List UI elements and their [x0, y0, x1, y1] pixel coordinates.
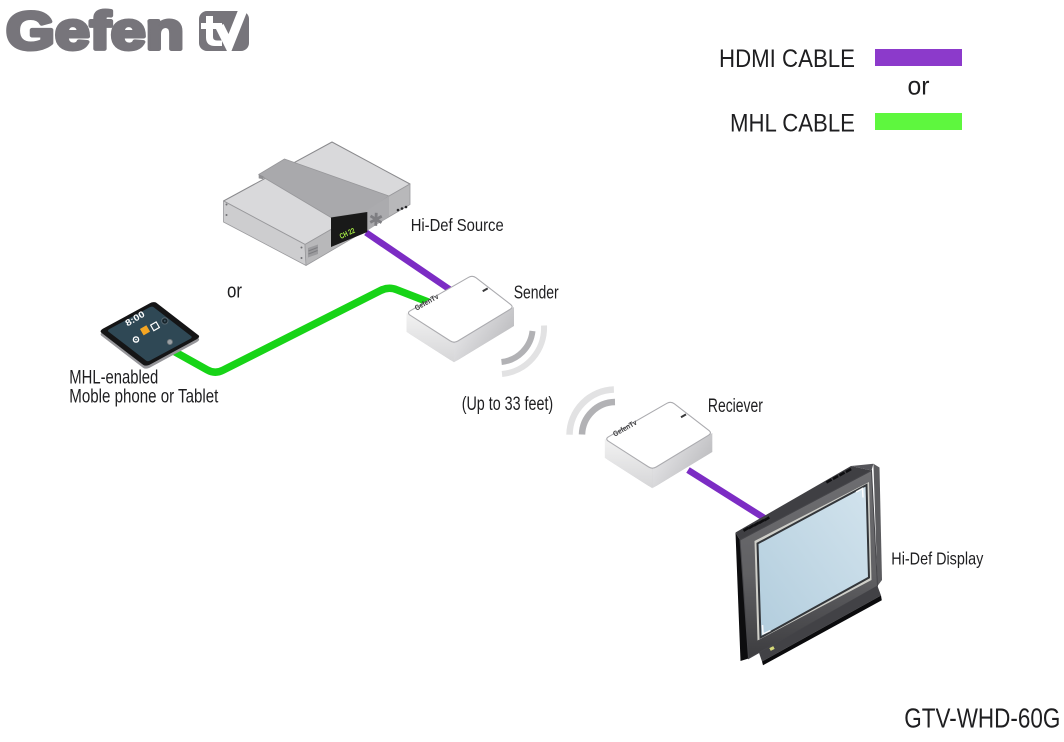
svg-text:MHL CABLE: MHL CABLE — [730, 110, 855, 138]
svg-text:MHL-enabled: MHL-enabled — [69, 366, 158, 388]
svg-text:Reciever: Reciever — [708, 396, 763, 417]
svg-text:or: or — [227, 280, 242, 302]
svg-text:HDMI CABLE: HDMI CABLE — [719, 45, 855, 73]
svg-text:Sender: Sender — [514, 282, 559, 303]
svg-text:Hi-Def Source: Hi-Def Source — [411, 215, 504, 235]
svg-text:(Up to 33 feet): (Up to 33 feet) — [462, 394, 554, 415]
svg-text:Gefen: Gefen — [6, 2, 184, 61]
svg-text:GTV-WHD-60G: GTV-WHD-60G — [904, 702, 1060, 733]
svg-text:Moble phone or Tablet: Moble phone or Tablet — [69, 386, 218, 408]
svg-text:Hi-Def Display: Hi-Def Display — [891, 549, 983, 569]
svg-text:or: or — [908, 71, 930, 101]
